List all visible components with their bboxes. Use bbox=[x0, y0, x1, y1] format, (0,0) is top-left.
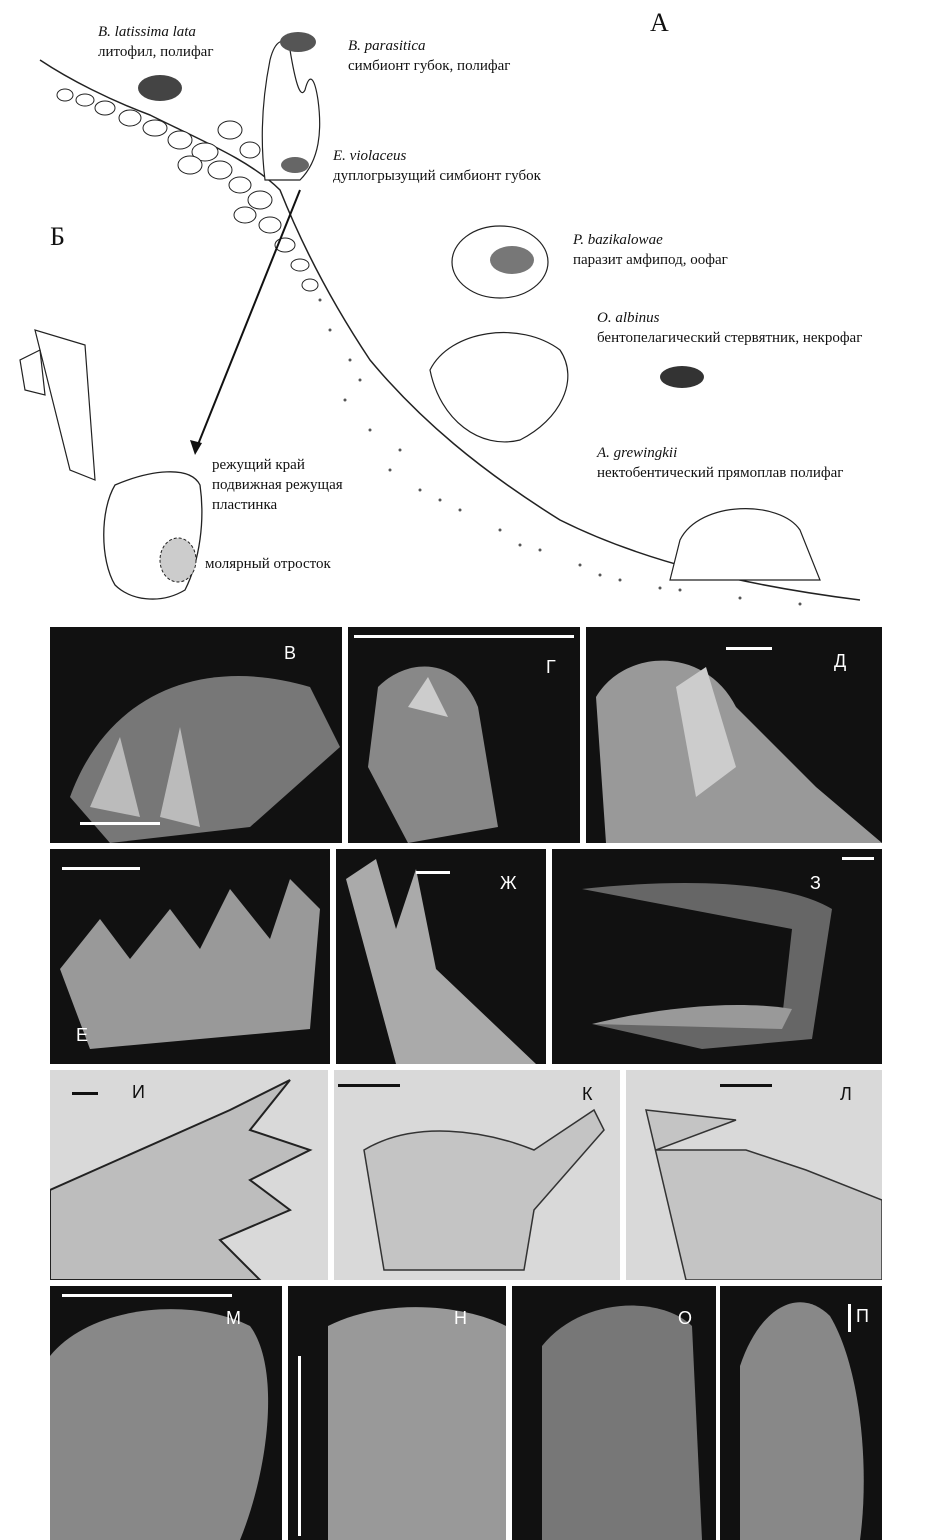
species-name: B. latissima lata bbox=[98, 24, 196, 41]
scale-bar bbox=[338, 1084, 400, 1087]
micrograph-image bbox=[334, 1070, 620, 1280]
photo-panel: О bbox=[512, 1286, 716, 1540]
species-description: симбионт губок, полифаг bbox=[348, 58, 510, 75]
photo-panel: В bbox=[50, 627, 342, 843]
panel-label: В bbox=[284, 643, 296, 664]
amphipod-latissima bbox=[138, 75, 182, 101]
photo-panel: П bbox=[720, 1286, 882, 1540]
sem-image bbox=[50, 627, 342, 843]
label-lacinia-cont: пластинка bbox=[212, 497, 277, 514]
micrograph-image bbox=[50, 1070, 328, 1280]
amphipod-bazikalowae bbox=[490, 246, 534, 274]
panel-label: Д bbox=[834, 651, 846, 672]
amphipod-albinus bbox=[660, 366, 704, 388]
arrow-line bbox=[195, 190, 300, 452]
panel-label: М bbox=[226, 1308, 241, 1329]
amphipod-violaceus bbox=[281, 157, 309, 173]
panel-label: И bbox=[132, 1082, 145, 1103]
label-lacinia: подвижная режущая bbox=[212, 477, 343, 494]
amphipod-host bbox=[430, 333, 568, 442]
photo-panel: З bbox=[552, 849, 882, 1064]
scale-bar bbox=[80, 822, 160, 825]
panel-letter-b: Б bbox=[50, 222, 65, 252]
label-cutting-edge: режущий край bbox=[212, 457, 305, 474]
scale-bar bbox=[354, 635, 574, 638]
mandible bbox=[104, 472, 202, 599]
photo-panel: Е bbox=[50, 849, 330, 1064]
arrow-head bbox=[190, 440, 202, 455]
ecology-illustration bbox=[0, 0, 940, 620]
panel-letter-a: А bbox=[650, 8, 669, 38]
panel-label: П bbox=[856, 1306, 869, 1327]
scale-bar bbox=[62, 867, 140, 870]
species-name: E. violaceus bbox=[333, 148, 406, 165]
panel-label: Е bbox=[76, 1025, 88, 1046]
species-name: O. albinus bbox=[597, 310, 660, 327]
palp-segment bbox=[20, 350, 45, 395]
species-name: P. bazikalowae bbox=[573, 232, 663, 249]
label-molar: молярный отросток bbox=[205, 556, 331, 573]
panel-label: Л bbox=[840, 1084, 852, 1105]
photo-panel: Г bbox=[348, 627, 580, 843]
panel-label: Н bbox=[454, 1308, 467, 1329]
panel-label: Ж bbox=[500, 873, 517, 894]
scale-bar bbox=[62, 1294, 232, 1297]
photo-panel: Л bbox=[626, 1070, 882, 1280]
species-name: B. parasitica bbox=[348, 38, 426, 55]
amphipod-grewingkii bbox=[670, 509, 820, 580]
scale-bar bbox=[726, 647, 772, 650]
sem-image bbox=[288, 1286, 506, 1540]
photo-panel: Н bbox=[288, 1286, 506, 1540]
scale-bar bbox=[720, 1084, 772, 1087]
photo-panel: К bbox=[334, 1070, 620, 1280]
mandible-palp bbox=[35, 330, 95, 480]
photo-panel: М bbox=[50, 1286, 282, 1540]
species-description: дуплогрызущий симбионт губок bbox=[333, 168, 541, 185]
species-description: нектобентический прямоплав полифаг bbox=[597, 465, 843, 482]
scale-bar bbox=[416, 871, 450, 874]
photo-panel: Д bbox=[586, 627, 882, 843]
sem-image bbox=[552, 849, 882, 1064]
scale-bar bbox=[842, 857, 874, 860]
molar-process bbox=[160, 538, 196, 582]
sem-image bbox=[50, 1286, 282, 1540]
panel-label: З bbox=[810, 873, 821, 894]
panel-label: К bbox=[582, 1084, 593, 1105]
species-description: паразит амфипод, оофаг bbox=[573, 252, 728, 269]
amphipod-parasitica bbox=[280, 32, 316, 52]
photo-panel: Ж bbox=[336, 849, 546, 1064]
photo-panel: И bbox=[50, 1070, 328, 1280]
species-name: A. grewingkii bbox=[597, 445, 677, 462]
species-description: литофил, полифаг bbox=[98, 44, 213, 61]
species-description: бентопелагический стервятник, некрофаг bbox=[597, 330, 862, 347]
scale-bar bbox=[848, 1304, 851, 1332]
scale-bar bbox=[298, 1356, 301, 1536]
sem-image bbox=[50, 849, 330, 1064]
panel-label: О bbox=[678, 1308, 692, 1329]
scale-bar bbox=[72, 1092, 98, 1095]
panel-label: Г bbox=[546, 657, 556, 678]
